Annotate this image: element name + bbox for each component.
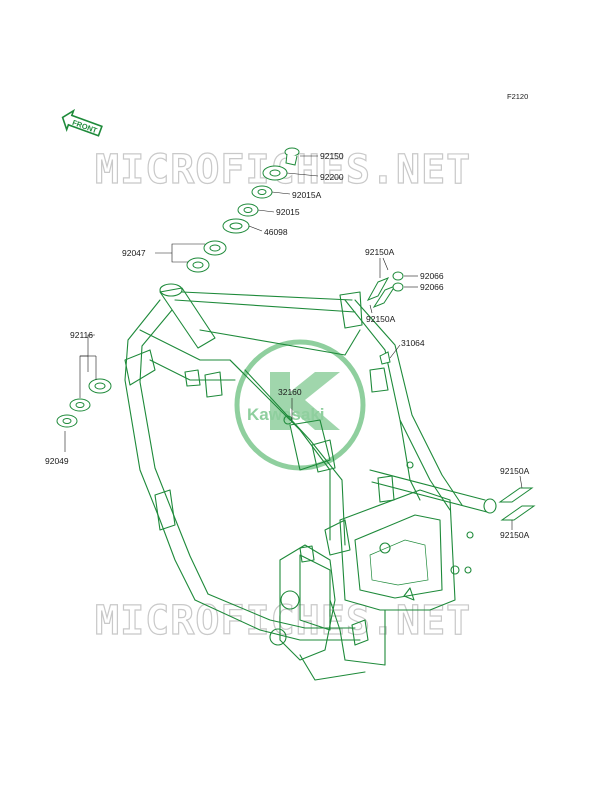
nut-icon <box>237 203 259 217</box>
part-label-92150a-rear-upper: 92150A <box>500 466 530 476</box>
part-label-92200: 92200 <box>320 172 344 182</box>
bolt-icon <box>372 284 397 309</box>
nut-icon <box>251 185 273 199</box>
part-label-92066-upper: 92066 <box>420 271 444 281</box>
clip-icon <box>379 351 391 365</box>
seal-icon <box>69 398 91 412</box>
kawasaki-logo: Kawasaki <box>234 339 366 471</box>
part-label-92116: 92116 <box>70 330 93 340</box>
figure-code: F2120 <box>507 92 528 101</box>
steering-stem-parts <box>56 147 300 428</box>
watermark-bottom: MICROFICHES.NET <box>95 598 471 644</box>
race-icon <box>88 378 112 394</box>
rear-hardware-parts <box>366 271 536 521</box>
washer-icon <box>262 165 288 181</box>
bolt-icon <box>498 487 534 503</box>
part-label-92047: 92047 <box>122 248 146 258</box>
bearing-icon <box>186 257 210 273</box>
part-label-92150a-mid: 92150A <box>366 314 396 324</box>
part-label-92015a: 92015A <box>292 190 322 200</box>
part-label-92066-lower: 92066 <box>420 282 444 292</box>
washer-icon <box>392 282 404 292</box>
part-label-92150: 92150 <box>320 151 344 161</box>
part-label-31064: 31064 <box>401 338 425 348</box>
bearing-icon <box>203 240 227 256</box>
part-label-92150a-top: 92150A <box>365 247 395 257</box>
front-arrow-icon: FRONT <box>61 108 103 137</box>
part-label-92049: 92049 <box>45 456 69 466</box>
part-label-46098: 46098 <box>264 227 288 237</box>
part-labels: 92150 92200 92015A 92015 46098 92047 921… <box>45 151 530 540</box>
part-label-32160: 32160 <box>278 387 302 397</box>
frame-drawing <box>124 283 497 681</box>
seal-icon <box>56 414 78 428</box>
cap-icon <box>222 218 250 234</box>
leader-lines <box>64 155 523 530</box>
bolt-icon <box>366 277 390 301</box>
part-label-92150a-rear-lower: 92150A <box>500 530 530 540</box>
bolt-icon <box>500 505 536 521</box>
washer-icon <box>392 271 404 281</box>
bolt-icon <box>284 147 300 166</box>
part-label-92015: 92015 <box>276 207 300 217</box>
